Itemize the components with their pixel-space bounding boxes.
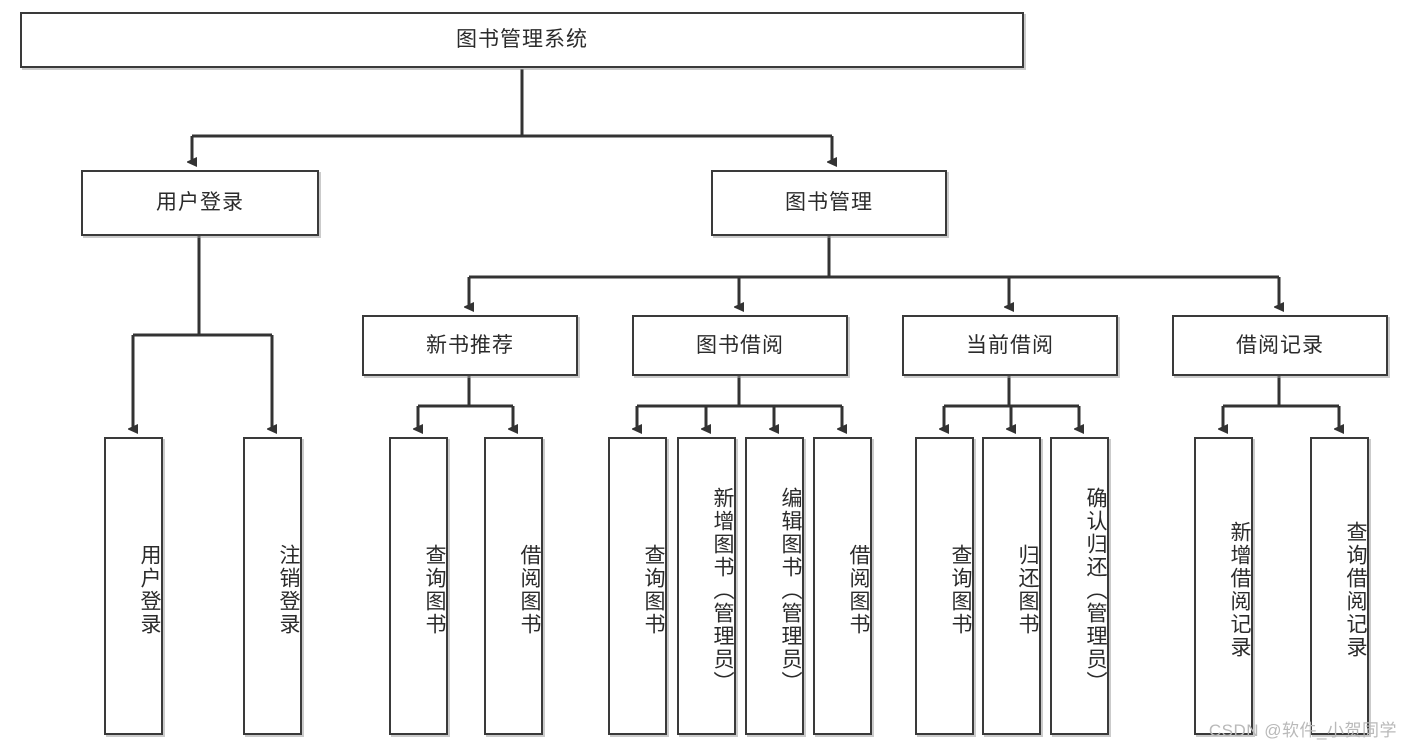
- node-leaf-user-login-label: 用户登录: [138, 544, 161, 636]
- node-leaf-borrow-book-1[interactable]: 借阅图书: [484, 437, 543, 735]
- node-new-book-recommend[interactable]: 新书推荐: [362, 315, 578, 376]
- node-leaf-add-book-label: 新增图书（管理员）: [711, 486, 734, 694]
- node-current-borrow-label: 当前借阅: [966, 333, 1054, 357]
- node-leaf-query-book-3-label: 查询图书: [949, 544, 972, 636]
- node-leaf-query-book-2-label: 查询图书: [642, 544, 665, 636]
- node-book-borrow[interactable]: 图书借阅: [632, 315, 848, 376]
- node-borrow-record-label: 借阅记录: [1236, 333, 1324, 357]
- node-root[interactable]: 图书管理系统: [20, 12, 1024, 68]
- node-leaf-borrow-book-2-label: 借阅图书: [847, 544, 870, 636]
- node-leaf-borrow-book-2[interactable]: 借阅图书: [813, 437, 872, 735]
- node-leaf-add-book[interactable]: 新增图书（管理员）: [677, 437, 736, 735]
- node-leaf-logout-login[interactable]: 注销登录: [243, 437, 302, 735]
- node-borrow-record[interactable]: 借阅记录: [1172, 315, 1388, 376]
- node-leaf-query-book-1-label: 查询图书: [423, 544, 446, 636]
- node-book-manage[interactable]: 图书管理: [711, 170, 947, 236]
- node-book-manage-label: 图书管理: [785, 191, 873, 215]
- node-leaf-add-record-label: 新增借阅记录: [1228, 521, 1251, 659]
- node-leaf-query-book-2[interactable]: 查询图书: [608, 437, 667, 735]
- node-leaf-edit-book[interactable]: 编辑图书（管理员）: [745, 437, 804, 735]
- node-current-borrow[interactable]: 当前借阅: [902, 315, 1118, 376]
- node-leaf-return-book[interactable]: 归还图书: [982, 437, 1041, 735]
- node-root-label: 图书管理系统: [456, 28, 588, 52]
- node-leaf-borrow-book-1-label: 借阅图书: [518, 544, 541, 636]
- node-leaf-logout-login-label: 注销登录: [277, 544, 300, 636]
- node-leaf-confirm-return-label: 确认归还（管理员）: [1084, 486, 1107, 694]
- node-leaf-return-book-label: 归还图书: [1016, 544, 1039, 636]
- node-book-borrow-label: 图书借阅: [696, 333, 784, 357]
- node-leaf-query-record-label: 查询借阅记录: [1344, 521, 1367, 659]
- node-leaf-user-login[interactable]: 用户登录: [104, 437, 163, 735]
- node-leaf-confirm-return[interactable]: 确认归还（管理员）: [1050, 437, 1109, 735]
- node-user-login[interactable]: 用户登录: [81, 170, 319, 236]
- node-leaf-query-record[interactable]: 查询借阅记录: [1310, 437, 1369, 735]
- node-user-login-label: 用户登录: [156, 191, 244, 215]
- node-leaf-query-book-1[interactable]: 查询图书: [389, 437, 448, 735]
- node-leaf-edit-book-label: 编辑图书（管理员）: [779, 486, 802, 694]
- csdn-watermark: CSDN @软件_小贺同学: [1208, 721, 1397, 740]
- node-leaf-query-book-3[interactable]: 查询图书: [915, 437, 974, 735]
- node-new-book-recommend-label: 新书推荐: [426, 333, 514, 357]
- node-leaf-add-record[interactable]: 新增借阅记录: [1194, 437, 1253, 735]
